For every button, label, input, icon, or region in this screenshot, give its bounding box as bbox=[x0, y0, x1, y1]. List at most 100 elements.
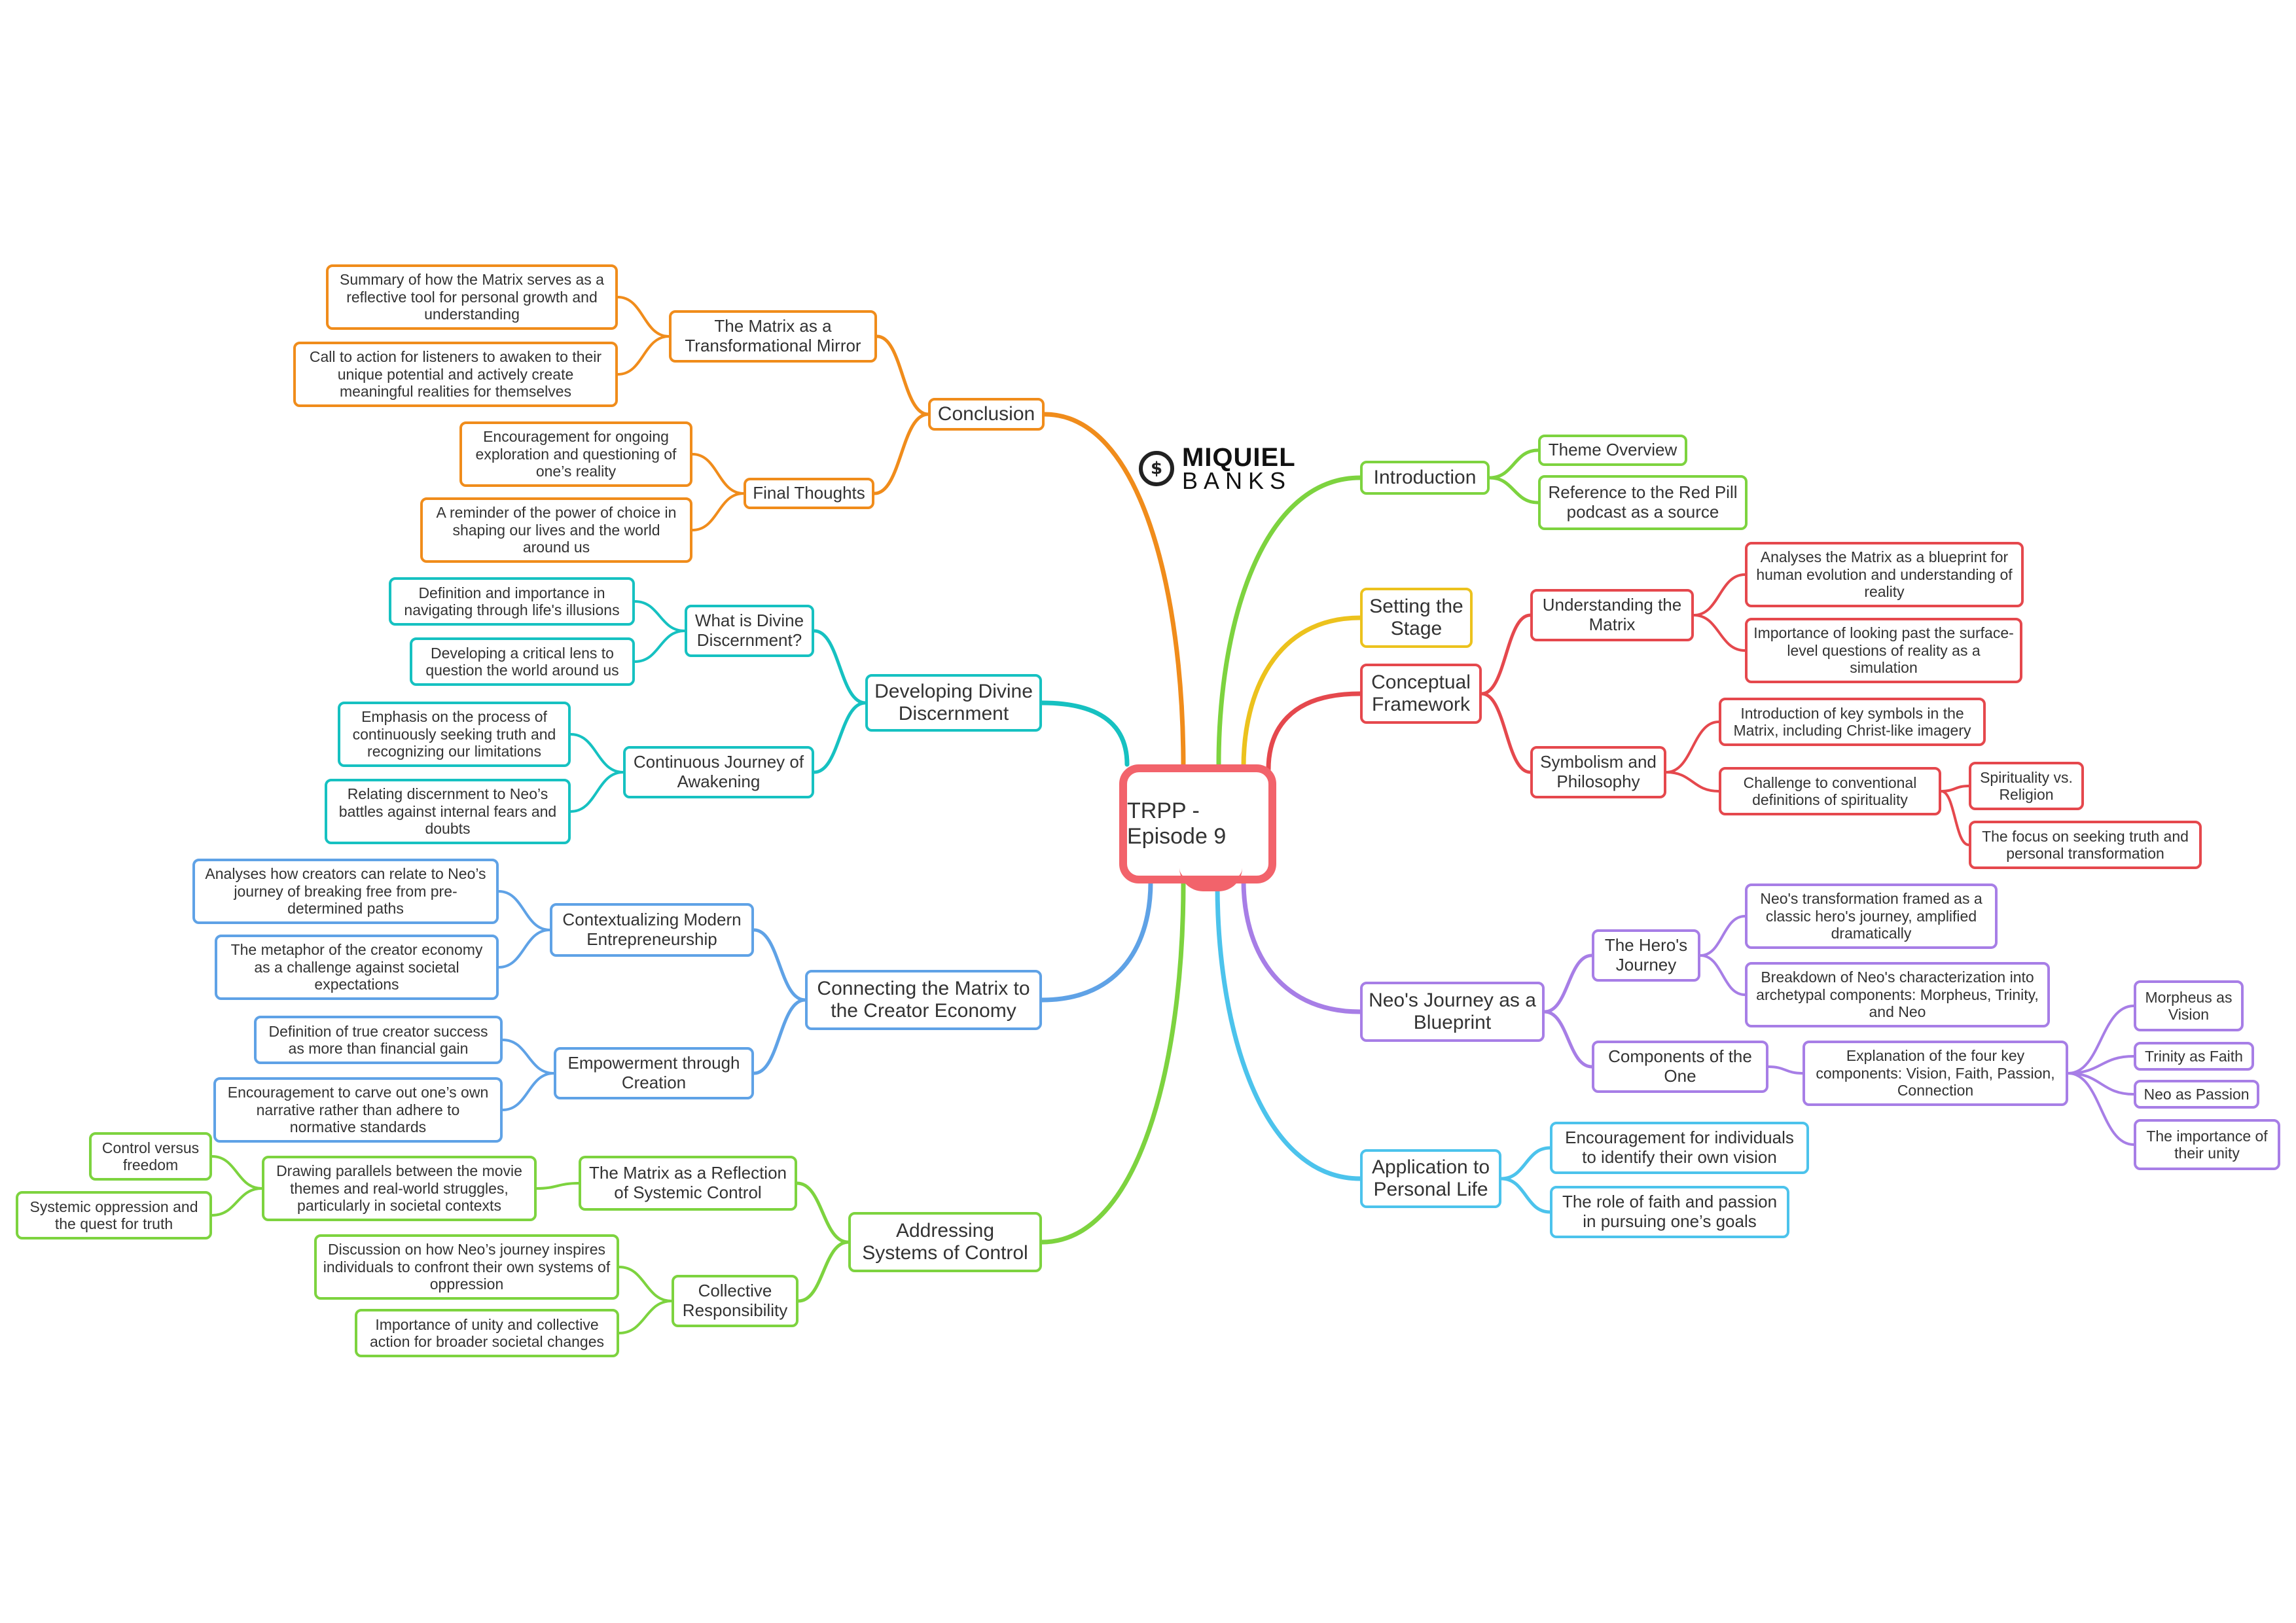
topic-label: Encouragement to carve out one’s own nar… bbox=[227, 1084, 489, 1136]
topic-the-metaphor-of-the-creator-economy-as-a[interactable]: The metaphor of the creator economy as a… bbox=[215, 935, 499, 1000]
topic-discussion-on-how-neo-s-journey-inspires[interactable]: Discussion on how Neo’s journey inspires… bbox=[314, 1234, 619, 1300]
topic-conclusion[interactable]: Conclusion bbox=[928, 398, 1045, 431]
topic-label: Neo's Journey as a Blueprint bbox=[1369, 989, 1536, 1034]
topic-encouragement-for-ongoing-exploration-an[interactable]: Encouragement for ongoing exploration an… bbox=[459, 421, 692, 487]
topic-reference-to-the-red-pill-podcast-as-a-s[interactable]: Reference to the Red Pill podcast as a s… bbox=[1538, 475, 1748, 530]
connector-line bbox=[1480, 692, 1532, 774]
topic-the-importance-of-their-unity[interactable]: The importance of their unity bbox=[2134, 1119, 2280, 1170]
topic-label: Explanation of the four key components: … bbox=[1816, 1047, 2055, 1099]
topic-the-hero-s-journey[interactable]: The Hero's Journey bbox=[1592, 929, 1700, 982]
topic-definition-of-true-creator-success-as-mo[interactable]: Definition of true creator success as mo… bbox=[254, 1016, 503, 1064]
topic-label: The importance of their unity bbox=[2146, 1127, 2268, 1162]
topic-empowerment-through-creation[interactable]: Empowerment through Creation bbox=[554, 1047, 754, 1099]
connector-line bbox=[812, 629, 867, 705]
topic-label: Spirituality vs. Religion bbox=[1980, 768, 2073, 803]
topic-collective-responsibility[interactable]: Collective Responsibility bbox=[672, 1275, 798, 1327]
topic-label: Empowerment through Creation bbox=[567, 1053, 740, 1092]
root-topic[interactable]: TRPP - Episode 9 bbox=[1119, 764, 1276, 883]
topic-symbolism-and-philosophy[interactable]: Symbolism and Philosophy bbox=[1530, 746, 1666, 798]
topic-label: Discussion on how Neo’s journey inspires… bbox=[323, 1241, 611, 1293]
topic-encouragement-for-individuals-to-identif[interactable]: Encouragement for individuals to identif… bbox=[1550, 1122, 1809, 1174]
miquiel-banks-logo-icon: $ bbox=[1139, 451, 1174, 487]
topic-analyses-the-matrix-as-a-blueprint-for-h[interactable]: Analyses the Matrix as a blueprint for h… bbox=[1745, 542, 2024, 607]
topic-systemic-oppression-and-the-quest-for-tr[interactable]: Systemic oppression and the quest for tr… bbox=[16, 1191, 212, 1240]
connector-line bbox=[1699, 915, 1746, 957]
topic-neo-s-journey-as-a-blueprint[interactable]: Neo's Journey as a Blueprint bbox=[1360, 982, 1545, 1042]
topic-continuous-journey-of-awakening[interactable]: Continuous Journey of Awakening bbox=[623, 746, 814, 798]
topic-developing-divine-discernment[interactable]: Developing Divine Discernment bbox=[865, 674, 1042, 732]
connector-line bbox=[1215, 882, 1363, 1181]
connector-line bbox=[1665, 721, 1720, 774]
topic-call-to-action-for-listeners-to-awaken-t[interactable]: Call to action for listeners to awaken t… bbox=[293, 342, 618, 407]
root-topic-label: TRPP - Episode 9 bbox=[1127, 798, 1227, 849]
connector-line bbox=[2067, 1055, 2135, 1075]
connector-line bbox=[501, 1039, 555, 1075]
topic-addressing-systems-of-control[interactable]: Addressing Systems of Control bbox=[848, 1212, 1042, 1272]
topic-label: Introduction bbox=[1373, 466, 1477, 488]
topic-connecting-the-matrix-to-the-creator-eco[interactable]: Connecting the Matrix to the Creator Eco… bbox=[805, 970, 1042, 1030]
topic-summary-of-how-the-matrix-serves-as-a-re[interactable]: Summary of how the Matrix serves as a re… bbox=[326, 264, 618, 330]
topic-understanding-the-matrix[interactable]: Understanding the Matrix bbox=[1530, 589, 1694, 641]
topic-introduction[interactable]: Introduction bbox=[1360, 461, 1490, 495]
connector-line bbox=[211, 1155, 263, 1190]
brand-logo-text: MIQUIEL BANKS bbox=[1182, 443, 1296, 493]
topic-explanation-of-the-four-key-components-v[interactable]: Explanation of the four key components: … bbox=[1803, 1041, 2068, 1106]
connector-line bbox=[1241, 615, 1363, 770]
topic-the-matrix-as-a-transformational-mirror[interactable]: The Matrix as a Transformational Mirror bbox=[669, 310, 877, 363]
connector-line bbox=[1767, 1065, 1804, 1075]
topic-conceptual-framework[interactable]: Conceptual Framework bbox=[1360, 664, 1482, 724]
topic-breakdown-of-neo-s-characterization-into[interactable]: Breakdown of Neo's characterization into… bbox=[1745, 962, 2050, 1027]
topic-setting-the-stage[interactable]: Setting the Stage bbox=[1360, 588, 1473, 648]
connector-line bbox=[2067, 1072, 2135, 1146]
topic-contextualizing-modern-entrepreneurship[interactable]: Contextualizing Modern Entrepreneurship bbox=[550, 903, 754, 957]
topic-label: Encouragement for ongoing exploration an… bbox=[475, 428, 677, 480]
topic-morpheus-as-vision[interactable]: Morpheus as Vision bbox=[2134, 980, 2244, 1031]
topic-definition-and-importance-in-navigating-[interactable]: Definition and importance in navigating … bbox=[389, 577, 635, 626]
topic-importance-of-looking-past-the-surface-l[interactable]: Importance of looking past the surface-l… bbox=[1745, 618, 2022, 683]
topic-neo-s-transformation-framed-as-a-classic[interactable]: Neo's transformation framed as a classic… bbox=[1745, 883, 1998, 949]
topic-components-of-the-one[interactable]: Components of the One bbox=[1592, 1041, 1768, 1093]
topic-the-focus-on-seeking-truth-and-personal-[interactable]: The focus on seeking truth and personal … bbox=[1969, 821, 2202, 869]
topic-label: Neo as Passion bbox=[2144, 1085, 2250, 1103]
topic-relating-discernment-to-neo-s-battles-ag[interactable]: Relating discernment to Neo’s battles ag… bbox=[325, 779, 571, 844]
connector-line bbox=[569, 771, 624, 813]
topic-what-is-divine-discernment[interactable]: What is Divine Discernment? bbox=[685, 605, 814, 657]
topic-application-to-personal-life[interactable]: Application to Personal Life bbox=[1360, 1149, 1501, 1208]
connector-line bbox=[1039, 881, 1186, 1245]
topic-encouragement-to-carve-out-one-s-own-nar[interactable]: Encouragement to carve out one’s own nar… bbox=[213, 1077, 503, 1143]
connector-line bbox=[618, 1266, 673, 1302]
topic-label: Connecting the Matrix to the Creator Eco… bbox=[817, 977, 1030, 1022]
connector-line bbox=[501, 1072, 555, 1111]
topic-label: What is Divine Discernment? bbox=[694, 611, 804, 650]
topic-emphasis-on-the-process-of-continuously-[interactable]: Emphasis on the process of continuously … bbox=[338, 702, 571, 767]
connector-line bbox=[752, 928, 807, 1002]
logo-line-1: MIQUIEL bbox=[1182, 443, 1296, 472]
topic-the-role-of-faith-and-passion-in-pursuin[interactable]: The role of faith and passion in pursuin… bbox=[1550, 1186, 1789, 1238]
topic-label: Contextualizing Modern Entrepreneurship bbox=[562, 910, 742, 949]
topic-drawing-parallels-between-the-movie-them[interactable]: Drawing parallels between the movie them… bbox=[262, 1156, 537, 1221]
topic-theme-overview[interactable]: Theme Overview bbox=[1538, 435, 1687, 466]
topic-a-reminder-of-the-power-of-choice-in-sha[interactable]: A reminder of the power of choice in sha… bbox=[420, 497, 692, 563]
topic-label: Importance of unity and collective actio… bbox=[370, 1315, 604, 1350]
topic-introduction-of-key-symbols-in-the-matri[interactable]: Introduction of key symbols in the Matri… bbox=[1719, 698, 1986, 746]
topic-neo-as-passion[interactable]: Neo as Passion bbox=[2134, 1080, 2259, 1109]
topic-label: The Matrix as a Reflection of Systemic C… bbox=[588, 1163, 787, 1202]
topic-spirituality-vs-religion[interactable]: Spirituality vs. Religion bbox=[1969, 762, 2084, 810]
topic-label: Continuous Journey of Awakening bbox=[633, 752, 804, 791]
connector-line bbox=[1693, 614, 1746, 652]
topic-label: Definition of true creator success as mo… bbox=[268, 1022, 488, 1057]
topic-developing-a-critical-lens-to-question-t[interactable]: Developing a critical lens to question t… bbox=[410, 637, 635, 686]
topic-control-versus-freedom[interactable]: Control versus freedom bbox=[89, 1132, 212, 1181]
brand-logo: $ MIQUIEL BANKS bbox=[1139, 443, 1296, 493]
topic-the-matrix-as-a-reflection-of-systemic-c[interactable]: The Matrix as a Reflection of Systemic C… bbox=[579, 1156, 797, 1211]
topic-final-thoughts[interactable]: Final Thoughts bbox=[744, 478, 874, 509]
connector-line bbox=[691, 492, 745, 531]
topic-label: Trinity as Faith bbox=[2145, 1047, 2243, 1065]
topic-trinity-as-faith[interactable]: Trinity as Faith bbox=[2134, 1042, 2254, 1071]
connector-line bbox=[1488, 448, 1540, 480]
topic-analyses-how-creators-can-relate-to-neo-[interactable]: Analyses how creators can relate to Neo’… bbox=[192, 859, 499, 924]
topic-importance-of-unity-and-collective-actio[interactable]: Importance of unity and collective actio… bbox=[355, 1309, 619, 1357]
topic-challenge-to-conventional-definitions-of[interactable]: Challenge to conventional definitions of… bbox=[1719, 767, 1941, 815]
topic-label: Collective Responsibility bbox=[682, 1281, 788, 1320]
